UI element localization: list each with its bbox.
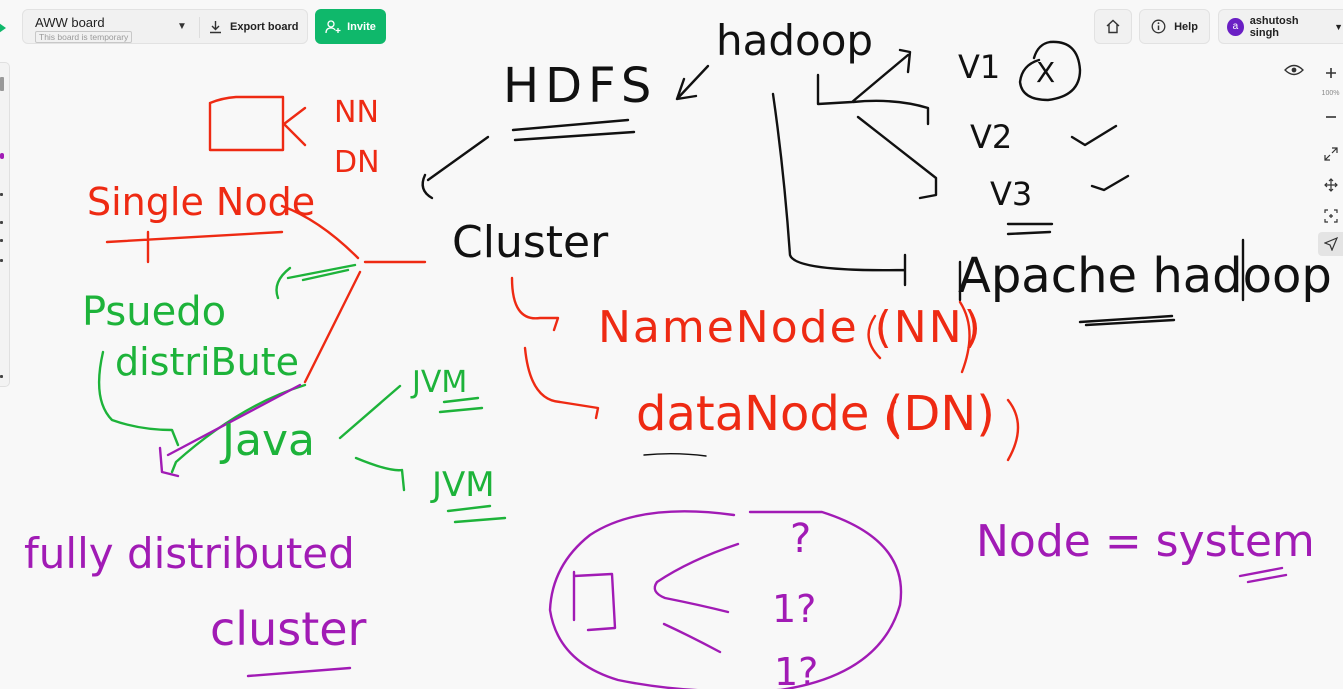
text-nn: NN	[334, 95, 379, 130]
chevron-down-icon[interactable]: ▼	[177, 21, 187, 32]
help-label: Help	[1174, 20, 1198, 33]
tool-text-icon[interactable]	[0, 239, 3, 242]
text-java: Java	[219, 415, 315, 466]
pan-button[interactable]	[1318, 175, 1343, 195]
text-q2: 1?	[772, 587, 816, 631]
fullscreen-button[interactable]	[1318, 144, 1343, 164]
text-pseudo: Psuedo	[82, 289, 226, 335]
pointer-button[interactable]	[1318, 232, 1343, 256]
expand-icon	[1323, 147, 1338, 161]
purple-strokes	[158, 383, 1288, 689]
export-board-label: Export board	[230, 20, 299, 33]
eye-icon[interactable]	[1284, 64, 1304, 76]
home-button[interactable]	[1094, 9, 1132, 44]
text-fully-distributed: fully distributed	[24, 529, 355, 578]
text-v2: V2	[970, 118, 1012, 156]
text-q1: ?	[790, 516, 811, 562]
tool-pen-icon[interactable]	[0, 77, 4, 91]
export-board-button[interactable]: Export board	[209, 10, 298, 43]
text-v3: V3	[990, 175, 1032, 213]
invite-label: Invite	[347, 20, 376, 33]
text-hadoop: hadoop	[716, 16, 873, 65]
zoom-in-button[interactable]	[1318, 64, 1343, 82]
tool-more-icon[interactable]	[0, 375, 3, 378]
add-user-icon	[325, 19, 341, 33]
avatar: a	[1227, 17, 1244, 36]
fit-screen-button[interactable]	[1318, 206, 1343, 226]
board-temporary-badge: This board is temporary	[35, 31, 133, 43]
text-jvm-1: JVM	[410, 365, 467, 400]
plus-icon	[1325, 68, 1336, 78]
aww-logo-icon	[0, 23, 6, 33]
help-button[interactable]: Help	[1139, 9, 1210, 44]
black-strokes	[421, 40, 1245, 457]
text-cluster-2: cluster	[210, 602, 367, 656]
minus-icon	[1325, 116, 1336, 118]
move-icon	[1323, 178, 1338, 192]
text-x-mark: X	[1036, 56, 1055, 89]
text-node-system: Node = system	[976, 516, 1315, 567]
text-single-node: Single Node	[87, 180, 315, 224]
invite-button[interactable]: Invite	[315, 9, 386, 44]
tool-shape-icon[interactable]	[0, 193, 3, 196]
download-icon	[210, 20, 221, 33]
text-v1: V1	[958, 48, 1000, 86]
chevron-down-icon: ▼	[1334, 21, 1343, 32]
zoom-level: 100%	[1321, 90, 1340, 97]
text-hdfs: HDFS	[503, 58, 657, 114]
text-apache-hadoop: Apache hadoop	[958, 248, 1332, 304]
board-title[interactable]: AWW board	[35, 15, 105, 30]
divider	[199, 17, 200, 38]
text-jvm-2: JVM	[430, 465, 495, 505]
text-datanode: dataNode (DN)	[636, 386, 995, 442]
fit-screen-icon	[1323, 209, 1338, 223]
text-q3: 1?	[774, 650, 818, 689]
info-icon	[1151, 19, 1166, 34]
tool-line-icon[interactable]	[0, 221, 3, 224]
board-bar: AWW board This board is temporary ▼ Expo…	[22, 9, 308, 44]
left-toolbar[interactable]	[0, 62, 10, 387]
home-icon	[1106, 19, 1120, 34]
text-dn: DN	[334, 145, 380, 180]
pointer-icon	[1323, 237, 1338, 251]
zoom-out-button[interactable]	[1318, 108, 1343, 126]
user-menu-button[interactable]: a ashutosh singh ▼	[1218, 9, 1343, 44]
text-cluster: Cluster	[452, 217, 609, 268]
tool-color-icon[interactable]	[0, 153, 4, 159]
user-name: ashutosh singh	[1249, 14, 1299, 39]
text-distribute: distriBute	[115, 340, 299, 384]
tool-eraser-icon[interactable]	[0, 259, 3, 262]
red-strokes	[105, 95, 1020, 462]
text-namenode: NameNode (NN)	[598, 302, 983, 353]
